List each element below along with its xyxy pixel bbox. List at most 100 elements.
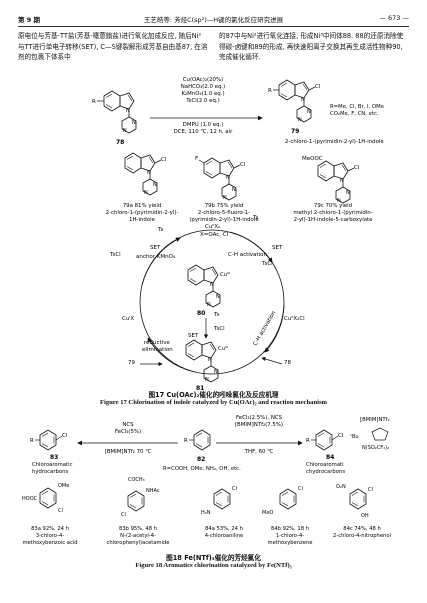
fig18-83-name: hydrocarbons [32,469,68,475]
fig17-ex-name: (pyrimidin-2-yl)-1H-indole [189,217,259,223]
cycle-set-right: SET [272,245,283,251]
fig18-right-cond: FeCl₃(2.5%), NCS [236,415,283,421]
cycle-ch-activation: C-H activation [228,252,267,258]
fig18-left-cond: FeCl₃(5%) [115,429,141,435]
fig18-il-name: [BMIM]NTf₂ [360,417,390,423]
fig18-ex-yield: 84a 53%, 24 h [205,526,243,532]
body-text-left: 原电位与芳基-TT盐(芳基-噻蒽鎓盐)进行氧化加成反应, 随后Ni² 与TT进行… [18,32,208,61]
issue-number: 第 9 期 [18,16,41,24]
svg-text:Cl: Cl [62,433,68,439]
svg-text:HOOC: HOOC [22,496,38,502]
fig18-83-name: Chloroaromatic [32,462,73,468]
fig17-ex-name: 2-chloro-1-(pyrimidin-2-yl)- [106,210,179,216]
cycle-kmno4: anchor KMnO₄ [136,254,176,260]
cycle-tscl-left: TsCl [109,252,121,258]
svg-text:R: R [306,438,310,444]
cycle-label-78: 78 [284,360,291,366]
fig17-cond: DCE, 110 ℃, 12 h, air [174,129,233,135]
fig17-ex-name: methyl 2-chloro-1-(pyrimidin- [293,210,372,216]
fig18-83-label: 83 [50,454,58,461]
fig18-ex-name: chlorophenyl)acetamide [107,540,170,546]
cycle-ts-mid: Ts [213,312,219,318]
fig18-ex-name: 1-chloro-4- [276,533,304,539]
svg-text:Cl: Cl [298,486,303,492]
fig17-example-79c: MeOOC Cl 79c 70% yield methyl 2-chloro-1… [293,156,373,223]
fig17-caption-en: Figure 17 Chlorination of indole catalyz… [0,399,427,406]
fig18-r-def: R=COOH, OMe, NH₂, OH, etc. [163,466,241,472]
cycle-elimination: elimination [142,347,173,353]
svg-text:R: R [30,438,34,444]
fig18-ex-name: 3-chloro-4- [36,533,64,539]
cycle-cu-x2cl: CuᴵᴵX₂Cl [284,315,305,322]
fig17-cond: Cu(OAc)₂(20%) [183,77,223,83]
fig17-caption-cn: 图17 Cu(OAc)₂催化的吲哚氯化及反应机理 [0,389,427,399]
fig17-ex-yield: 79b 75% yield [205,203,244,209]
page-number: — 673 — [379,14,409,22]
svg-text:Cl: Cl [58,508,63,514]
fig17-sm-label: 78 [116,139,124,146]
svg-text:R: R [268,88,272,94]
fig18-ex-yield: 83b 95%, 48 h [119,526,157,532]
svg-text:OH: OH [361,513,369,519]
fig18-il-anion: N(SO₂CF₃)₂ [362,445,389,451]
svg-text:Cl: Cl [240,162,246,168]
cycle-ts-left: Ts [157,227,163,233]
cycle-tscl-mid: TsCl [213,326,225,332]
svg-text:NHAc: NHAc [146,488,160,494]
fig17-product-name: 2-chloro-1-(pyrimidin-2-yl)-1H-indole [285,139,384,145]
cycle-tscl-right: TsCl [261,261,273,267]
fig17-product-label: 79 [291,128,299,135]
running-title: 王艺皓等: 芳烃C(sp²)—H键的氯化反应研究进展 [143,16,284,24]
fig17-ex-name: 2-chloro-5-fluoro-1- [198,210,250,216]
header-rule [18,26,409,27]
fig17-conditions: Cu(OAc)₂(20%) NaHCO₃(2.0 eq.) K₂MnO₄(1.0… [174,77,233,135]
fig18-84-name: Chloroaromati [306,462,344,468]
fig17-caption-en-text: Figure 17 Chlorination of indole catalyz… [99,399,327,406]
fig18-84-label: 84 [326,454,334,461]
fig18-left-cond: NCS [122,422,134,428]
fig17-example-79a: Cl 79a 81% yield 2-chloro-1-(pyrimidin-2… [106,152,179,223]
running-header: 第 9 期 王艺皓等: 芳烃C(sp²)—H键的氯化反应研究进展 — 673 — [18,14,409,26]
fig18-caption-en: Figure 18 Aromatics chlorination catalyz… [0,562,427,569]
svg-text:H₂N: H₂N [201,510,211,516]
cycle-cu-x2: CuᴵᴵXₙ [205,223,220,230]
fig18-il-butyl: ⁿBu [350,434,359,440]
fig18-scheme: R Cl 83 Chloroaromatic hydrocarbons NCS … [22,415,391,546]
svg-text:COCH₃: COCH₃ [128,477,145,483]
fig17-cond: DMPU (1.0 eq.) [183,122,224,128]
fig17-cond: TsCl(2.0 eq.) [185,98,219,104]
fig17-catalytic-cycle: CuᴵᴵXₙ X=OAc, Cl C-H activation SET TsCl… [109,215,305,392]
svg-text:Cl: Cl [121,512,126,518]
svg-text:OMe: OMe [58,483,69,489]
fig17-example-79b: F Cl 79b 75% yield 2-chloro-5-fluoro-1- … [189,156,259,223]
inter81-label: 81 [196,385,204,392]
inter80-label: 80 [197,310,205,317]
fig18-right-cond: [BMIM]NTf₂(7.5%) [235,422,283,428]
svg-text:Cl: Cl [161,157,167,163]
svg-text:Cl: Cl [315,84,321,90]
fig17-r-def: CO₂Me, F, CN, etc. [330,111,379,117]
svg-text:R: R [184,438,188,444]
fig18-ex-name: methoxybenzene [268,540,313,546]
fig18-ex-name: 4-chloroaniline [205,533,243,539]
svg-text:R: R [92,99,96,105]
body-text-right: 的87中与Ni²进行氧化连接, 形成Ni³中间体88. 88的还原消除使得碳-卤… [219,32,404,61]
svg-text:F: F [195,156,198,162]
fig18-right-cond: THF, 60 ℃ [244,449,274,455]
inter80-cu: Cuᴵᴵᴵ [220,271,230,278]
cycle-set-left: SET [150,245,161,251]
fig18-caption-en-text: Figure 18 Aromatics chlorination catalyz… [135,562,292,569]
svg-text:O₂N: O₂N [336,484,346,490]
cycle-set-mid: SET [188,333,199,339]
cycle-ch-activation-2: C-H activation [253,310,278,347]
cycle-reductive: reductive [144,340,170,346]
fig17-caption-cn-text: 图17 Cu(OAc)₂催化的吲哚氯化及反应机理 [148,391,279,399]
cycle-ts-top: Ts [252,215,258,221]
cycle-cu-ix: CuᴵX [122,315,134,322]
fig17-product: R Cl 79 R=Me, Cl, Br, I, OMe CO₂Me, F, C… [268,79,384,145]
fig17-ex-name: 1H-indole [129,217,156,223]
cycle-label-79: 79 [128,360,135,366]
svg-text:MeOOC: MeOOC [302,156,323,162]
svg-text:MeO: MeO [262,510,273,516]
svg-text:Cl: Cl [338,433,344,439]
